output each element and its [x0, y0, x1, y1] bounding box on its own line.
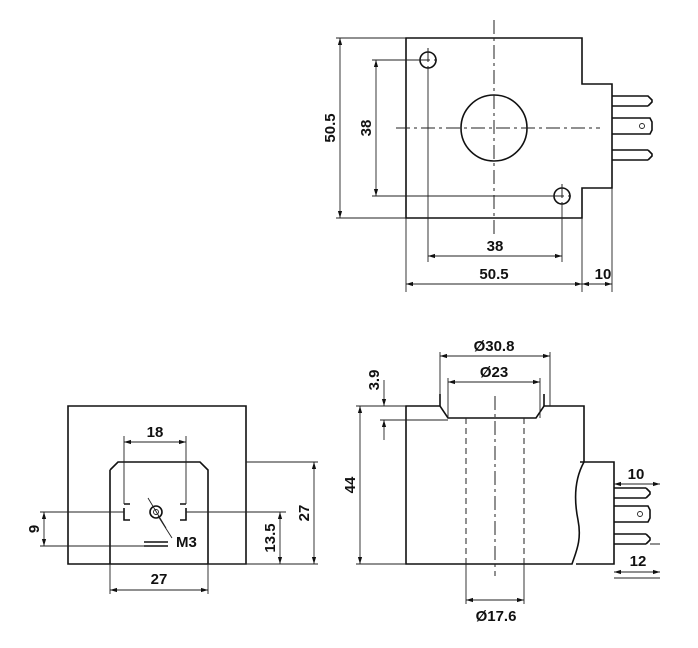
- end-leader-m3: [147, 497, 167, 529]
- side-terminals: [614, 487, 651, 545]
- label-top-height-hole: 38: [358, 120, 375, 137]
- top-ext-lines-hole: [372, 59, 554, 197]
- side-body-outline: [405, 405, 585, 565]
- end-pins-icon: [123, 503, 187, 521]
- top-hole-centerlines: [416, 48, 574, 208]
- side-ext-dia-outer: [439, 352, 551, 406]
- label-side-bore: Ø17.6: [476, 608, 517, 625]
- label-top-width-hole: 38: [487, 238, 504, 255]
- side-view: Ø30.8 Ø23 3.9 44 Ø17.6 10 12: [342, 338, 660, 625]
- label-side-height: 44: [342, 476, 359, 493]
- end-ext-pins: [123, 436, 187, 504]
- label-end-pin-height: 13.5: [262, 523, 279, 552]
- end-thread-core-icon: [153, 509, 159, 515]
- end-thread-hole-icon: [149, 505, 163, 519]
- end-connector-plate: [109, 461, 209, 564]
- label-side-terminal-off: 12: [630, 553, 647, 570]
- label-side-step: 3.9: [366, 370, 383, 391]
- end-ground-tab: [144, 541, 168, 547]
- label-top-terminal: 10: [595, 266, 612, 283]
- top-pin-hole-icon: [639, 123, 645, 129]
- label-end-offset: 9: [26, 525, 43, 533]
- side-ext-bore: [465, 564, 525, 604]
- end-ext-small: [40, 511, 144, 547]
- side-boss-step: [439, 394, 545, 406]
- label-side-dia-inner: Ø23: [480, 364, 508, 381]
- label-end-pin-spacing: 18: [147, 424, 164, 441]
- side-bore-hidden: [465, 418, 525, 564]
- side-ext-dia-inner: [447, 378, 541, 418]
- top-ext-lines-v: [405, 68, 613, 292]
- label-top-width-outer: 50.5: [479, 266, 508, 283]
- end-ext-right: [186, 461, 318, 565]
- label-side-dia-outer: Ø30.8: [474, 338, 515, 355]
- end-leader-m3-2: [157, 515, 173, 539]
- side-ext-step: [380, 405, 448, 421]
- label-end-body-height: 27: [296, 505, 313, 522]
- top-view: 50.5 38 38 50.5 10: [322, 20, 653, 292]
- end-view: 18 9 M3 13.5 27 27: [26, 405, 318, 594]
- label-side-terminal-len: 10: [628, 466, 645, 483]
- side-ext-height: [356, 405, 406, 565]
- label-end-thread: M3: [176, 534, 197, 551]
- top-connector-pins: [612, 95, 653, 161]
- label-top-height-outer: 50.5: [322, 113, 339, 142]
- top-ext-lines-h: [336, 37, 406, 219]
- side-connector-housing: [576, 461, 615, 565]
- label-end-width: 27: [151, 571, 168, 588]
- side-pin-hole-icon: [637, 511, 643, 517]
